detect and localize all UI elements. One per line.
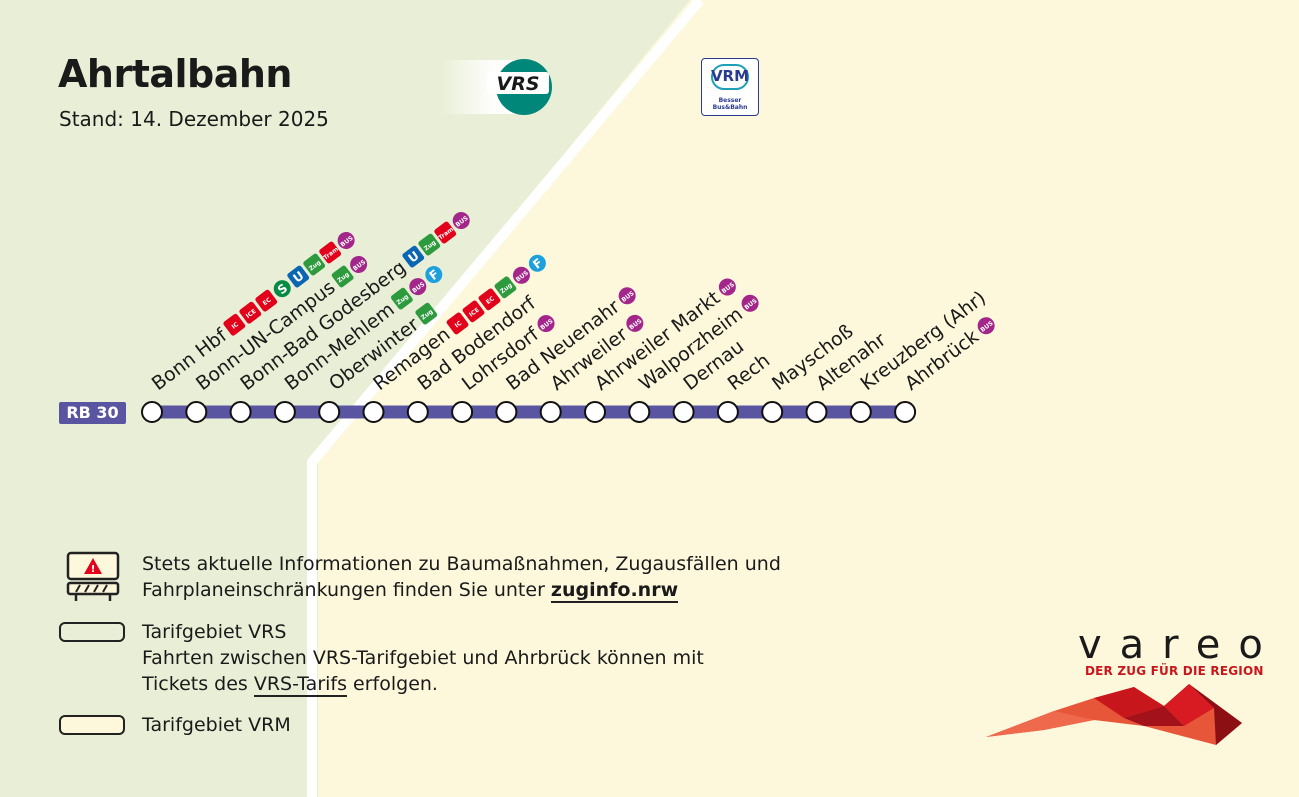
station-marker[interactable] bbox=[539, 401, 562, 423]
legend-swatch-vrm bbox=[59, 715, 125, 735]
vareo-logo-mountain bbox=[986, 684, 1242, 745]
station-marker[interactable] bbox=[894, 401, 917, 423]
ic-transfer-label: IC bbox=[454, 319, 464, 329]
vareo-logo-wordmark: vareo bbox=[1078, 622, 1281, 668]
station-marker[interactable] bbox=[451, 401, 474, 423]
station-marker[interactable] bbox=[805, 401, 828, 423]
svg-text:!: ! bbox=[91, 564, 96, 575]
station-marker[interactable] bbox=[628, 401, 651, 423]
station-marker[interactable] bbox=[849, 401, 872, 423]
ic-transfer-label: IC bbox=[230, 321, 240, 331]
ferry-transfer-icon bbox=[425, 266, 443, 284]
zug-transfer-icon bbox=[390, 287, 413, 310]
station-marker[interactable] bbox=[318, 401, 341, 423]
bus-transfer-icon bbox=[350, 255, 368, 273]
sbahn-transfer-icon bbox=[273, 280, 291, 298]
station-marker[interactable] bbox=[362, 401, 385, 423]
zug-transfer-icon bbox=[418, 233, 441, 256]
ic-transfer-icon bbox=[446, 312, 469, 335]
vrs-area bbox=[0, 0, 690, 797]
ic-transfer-icon bbox=[223, 313, 246, 336]
legend-swatch-vrs bbox=[59, 622, 125, 642]
zug-transfer-icon bbox=[303, 253, 326, 276]
ic-transfer-label: EC bbox=[262, 296, 273, 307]
bus-transfer-icon bbox=[512, 266, 530, 284]
zug-transfer-icon bbox=[494, 276, 517, 299]
vrs-logo: VRS bbox=[440, 59, 552, 115]
vrs-tarif-link[interactable]: VRS-Tarifs bbox=[253, 673, 347, 697]
ubahn-transfer-icon bbox=[287, 265, 310, 288]
legend-vrs-line2: Fahrten zwischen VRS-Tarifgebiet und Ahr… bbox=[142, 647, 704, 669]
ubahn-transfer-icon bbox=[402, 245, 425, 268]
tram-transfer-icon bbox=[319, 241, 342, 264]
zug-transfer-icon bbox=[331, 265, 354, 288]
legend-vrs-line3-prefix: Tickets des bbox=[142, 673, 254, 695]
vrm-logo-text: VRM bbox=[710, 67, 750, 85]
legend-info-line2: Fahrplaneinschränkungen finden Sie unter… bbox=[142, 577, 781, 603]
vrm-logo: VRM Besser Bus&Bahn bbox=[701, 58, 759, 116]
vrm-logo-claim: Besser Bus&Bahn bbox=[712, 97, 748, 111]
ic-transfer-icon bbox=[462, 300, 485, 323]
ic-transfer-icon bbox=[239, 301, 262, 324]
ic-transfer-icon bbox=[255, 289, 278, 312]
vareo-logo-claim: DER ZUG FÜR DIE REGION bbox=[1085, 664, 1264, 678]
legend-vrs-title: Tarifgebiet VRS bbox=[142, 621, 287, 643]
page-subtitle: Stand: 14. Dezember 2025 bbox=[59, 107, 329, 131]
station-marker[interactable] bbox=[716, 401, 739, 423]
page-title: Ahrtalbahn bbox=[58, 52, 292, 96]
legend-info-line2-text: Fahrplaneinschränkungen finden Sie unter bbox=[142, 579, 551, 601]
ic-transfer-label: EC bbox=[485, 295, 496, 306]
legend-vrs-line3: Tickets des VRS-Tarifs erfolgen. bbox=[142, 671, 704, 697]
bus-transfer-icon bbox=[452, 212, 470, 230]
station-marker[interactable] bbox=[273, 401, 296, 423]
bus-transfer-icon bbox=[741, 294, 759, 312]
vrm-logo-ring bbox=[711, 64, 749, 90]
station-marker[interactable] bbox=[141, 401, 163, 423]
tariff-border-line bbox=[307, 0, 704, 797]
station-marker[interactable] bbox=[761, 401, 784, 423]
tram-transfer-icon bbox=[434, 221, 457, 244]
bus-transfer-icon bbox=[626, 314, 644, 332]
bus-transfer-icon bbox=[618, 287, 636, 305]
bus-transfer-icon bbox=[718, 278, 736, 296]
ferry-transfer-icon bbox=[528, 254, 546, 272]
ic-transfer-icon bbox=[478, 288, 501, 311]
bus-transfer-icon bbox=[337, 231, 355, 249]
station-marker[interactable] bbox=[185, 401, 208, 423]
station-marker[interactable] bbox=[406, 401, 429, 423]
line-badge: RB 30 bbox=[59, 402, 126, 424]
vrs-logo-text: VRS bbox=[496, 73, 539, 95]
station-marker[interactable] bbox=[584, 401, 606, 423]
bus-transfer-icon bbox=[537, 315, 555, 333]
bus-transfer-icon bbox=[409, 278, 427, 296]
zug-transfer-icon bbox=[415, 302, 438, 325]
legend-info-line1: Stets aktuelle Informationen zu Baumaßna… bbox=[142, 553, 781, 575]
bus-transfer-icon bbox=[977, 317, 995, 335]
legend-info-text: Stets aktuelle Informationen zu Baumaßna… bbox=[142, 551, 781, 603]
legend-vrs-text: Tarifgebiet VRS Fahrten zwischen VRS-Tar… bbox=[142, 619, 704, 697]
construction-warning-icon: ! bbox=[66, 551, 120, 601]
station-marker[interactable] bbox=[229, 401, 252, 423]
zuginfo-link[interactable]: zuginfo.nrw bbox=[550, 579, 679, 603]
station-marker[interactable] bbox=[672, 401, 695, 423]
station-marker[interactable] bbox=[495, 401, 518, 423]
legend-vrm-title: Tarifgebiet VRM bbox=[142, 714, 291, 736]
legend-vrs-line3-suffix: erfolgen. bbox=[347, 673, 438, 695]
